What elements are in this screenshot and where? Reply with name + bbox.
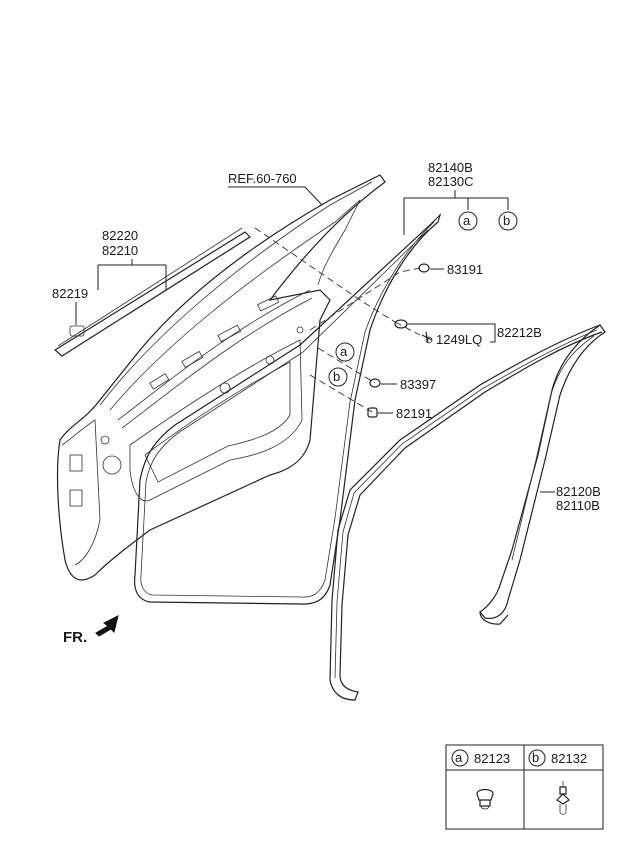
legend-marker-b	[528, 749, 546, 767]
legend-b-marker: b	[532, 750, 539, 765]
group-door-weatherstrip-labels: 82140B 82130C a b	[403, 160, 518, 235]
clip-82191-icon	[367, 407, 378, 418]
clip-82123-icon	[476, 788, 494, 810]
label-82140B: 82140B	[428, 160, 473, 175]
label-82219: 82219	[52, 286, 88, 301]
belt-moulding	[53, 227, 251, 357]
label-82130C: 82130C	[428, 174, 474, 189]
marker-a-top	[458, 211, 478, 231]
ref-label: REF.60-760	[228, 171, 297, 186]
label-1249LQ: 1249LQ	[436, 332, 482, 347]
group-body-weatherstrip-labels: 82120B 82110B	[540, 484, 601, 513]
label-82110B: 82110B	[556, 498, 600, 513]
front-indicator: FR.	[63, 615, 119, 646]
legend-b-part: 82132	[551, 751, 587, 766]
ring-82212B-icon	[394, 319, 408, 329]
legend-marker-a	[451, 749, 469, 767]
marker-b-top-text: b	[503, 213, 510, 228]
door-weatherstrip	[133, 212, 442, 605]
label-82191: 82191	[396, 406, 432, 421]
clip-82132-icon	[556, 781, 570, 815]
label-83191: 83191	[447, 262, 483, 277]
grommet-83191-icon	[418, 263, 430, 273]
plug-83397-icon	[369, 378, 381, 388]
body-weatherstrip	[329, 324, 606, 701]
front-arrow-icon	[95, 615, 119, 637]
group-belt-moulding-labels: 82220 82210 82219	[52, 228, 167, 325]
marker-a-door-text: a	[340, 344, 348, 359]
marker-b-door-text: b	[333, 369, 340, 384]
label-83397: 83397	[400, 377, 436, 392]
label-82210: 82210	[102, 243, 138, 258]
label-82220: 82220	[102, 228, 138, 243]
callout-labels: 83191 82212B 1249LQ 83397 82191 a b	[328, 262, 542, 421]
label-82120B: 82120B	[556, 484, 601, 499]
legend-a-part: 82123	[474, 751, 510, 766]
ref-callout: REF.60-760	[228, 171, 323, 206]
dashed-leaders	[254, 227, 421, 413]
label-82212B: 82212B	[497, 325, 542, 340]
legend-a-marker: a	[455, 750, 463, 765]
marker-a-top-text: a	[463, 213, 471, 228]
front-label: FR.	[63, 629, 87, 646]
fasteners	[367, 263, 496, 418]
marker-a-door	[335, 342, 355, 362]
clip-82219	[69, 325, 85, 337]
marker-b-door	[328, 367, 348, 387]
legend-table: a 82123 b 82132	[445, 744, 604, 830]
door-panel	[56, 174, 386, 581]
marker-b-top	[498, 211, 518, 231]
